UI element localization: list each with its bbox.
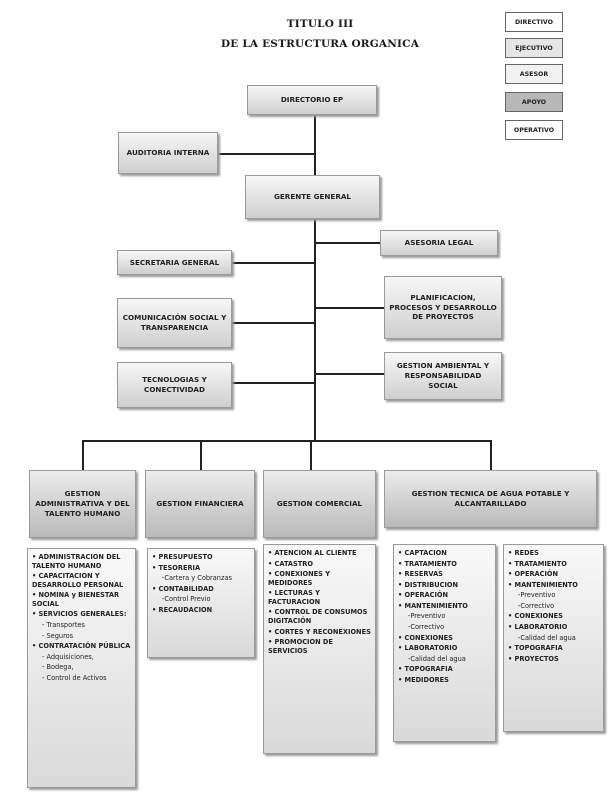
list-financiera: PRESUPUESTO TESORERIA-Cartera y Cobranzas… — [147, 548, 255, 658]
bottom-bus-line — [82, 440, 492, 442]
node-comunicacion: COMUNICACIÓN SOCIAL Y TRANSPARENCIA — [117, 298, 232, 348]
list-subitem: -Preventivo — [518, 591, 556, 600]
list-item: ADMINISTRACION DEL TALENTO HUMANO — [32, 553, 131, 570]
legend-asesor: ASESOR — [505, 64, 563, 84]
list-item: TRATAMIENTO — [508, 560, 599, 569]
list-subitem: -Control Previo — [162, 595, 211, 604]
list-item: RECAUDACION — [152, 606, 250, 615]
list-item: CATASTRO — [268, 560, 371, 569]
list-item: TOPOGRAFIA — [508, 644, 599, 653]
node-gestion-tecnica: GESTION TECNICA DE AGUA POTABLE Y ALCANT… — [384, 470, 597, 528]
list-item: CONTRATACIÓN PÚBLICA — [32, 642, 131, 651]
chart-title-line2: DE LA ESTRUCTURA ORGANICA — [220, 38, 420, 50]
list-item: REDES — [508, 549, 599, 558]
list-admin: ADMINISTRACION DEL TALENTO HUMANO CAPACIT… — [27, 548, 136, 788]
admin-drop-line — [82, 440, 84, 470]
legend-apoyo: APOYO — [505, 92, 563, 112]
main-trunk-line — [314, 115, 316, 440]
list-subitem: - Bodega, — [42, 663, 74, 672]
list-item: PROYECTOS — [508, 655, 599, 664]
node-tecnologias: TECNOLOGIAS Y CONECTIVIDAD — [117, 362, 232, 408]
auditoria-connector — [218, 153, 314, 155]
node-secretaria: SECRETARIA GENERAL — [117, 250, 232, 275]
list-tecnica-2: REDES TRATAMIENTOOPERACIÓN MANTENIMIENTO-P… — [503, 544, 604, 732]
list-item: PROMOCION DE SERVICIOS — [268, 638, 371, 655]
planificacion-connector — [316, 307, 384, 309]
chart-title-line1: TITULO III — [286, 18, 354, 30]
list-item: CONEXIONES — [508, 612, 599, 621]
node-gestion-administrativa: GESTION ADMINISTRATIVA Y DEL TALENTO HUM… — [29, 470, 136, 538]
list-item: CONEXIONES Y MEDIDORES — [268, 570, 371, 587]
tec-drop-line — [490, 440, 492, 470]
list-comercial: ATENCION AL CLIENTE CATASTROCONEXIONES Y … — [263, 544, 376, 754]
list-item: LABORATORIO — [508, 623, 599, 632]
list-item: CAPACITACION Y DESARROLLO PERSONAL — [32, 572, 131, 589]
list-item: CONTROL DE CONSUMOS DIGITACIÓN — [268, 608, 371, 625]
node-asesoria: ASESORIA LEGAL — [380, 230, 498, 256]
asesoria-connector — [316, 242, 380, 244]
legend-directivo: DIRECTIVO — [505, 12, 563, 32]
list-item: OPERACIÓN — [508, 570, 599, 579]
list-item: SERVICIOS GENERALES: — [32, 610, 131, 619]
tecnologias-connector — [232, 382, 314, 384]
list-subitem: -Calidad del agua — [518, 633, 576, 642]
fin-drop-line — [200, 440, 202, 470]
node-gestion-comercial: GESTION COMERCIAL — [263, 470, 376, 538]
list-item: MEDIDORES — [398, 676, 491, 685]
list-item: CAPTACION — [398, 549, 491, 558]
list-subitem: - Seguros — [42, 631, 74, 640]
secretaria-connector — [232, 262, 314, 264]
list-item: LABORATORIO — [398, 644, 491, 653]
list-item: DISTRIBUCION — [398, 581, 491, 590]
list-item: CORTES Y RECONEXIONES — [268, 628, 371, 637]
list-item: CONTABILIDAD — [152, 585, 250, 594]
ambiental-connector — [316, 373, 384, 375]
node-auditoria: AUDITORIA INTERNA — [118, 132, 218, 174]
node-planificacion: PLANIFICACION, PROCESOS Y DESARROLLO DE … — [384, 276, 502, 339]
node-ambiental: GESTION AMBIENTAL Y RESPONSABILIDAD SOCI… — [384, 352, 502, 400]
list-tecnica-1: CAPTACION TRATAMIENTORESERVAS DISTRIBUCION… — [393, 544, 496, 742]
node-gerente: GERENTE GENERAL — [245, 175, 380, 219]
list-item: NOMINA y BIENESTAR SOCIAL — [32, 591, 131, 608]
legend-ejecutivo: EJECUTIVO — [505, 38, 563, 58]
list-item: TESORERIA — [152, 564, 250, 573]
list-subitem: -Preventivo — [408, 612, 446, 621]
list-item: LECTURAS Y FACTURACION — [268, 589, 371, 606]
list-item: MANTENIMIENTO — [508, 581, 599, 590]
node-directorio: DIRECTORIO EP — [247, 85, 377, 115]
list-item: OPERACIÓN — [398, 591, 491, 600]
list-item: TOPOGRAFIA — [398, 665, 491, 674]
list-subitem: -Correctivo — [408, 622, 445, 631]
list-item: ATENCION AL CLIENTE — [268, 549, 371, 558]
list-subitem: -Cartera y Cobranzas — [162, 574, 232, 583]
com-drop-line — [310, 440, 312, 470]
list-item: CONEXIONES — [398, 634, 491, 643]
list-subitem: -Calidad del agua — [408, 654, 466, 663]
list-item: MANTENIMIENTO — [398, 602, 491, 611]
list-subitem: - Transportes — [42, 620, 85, 629]
comunicacion-connector — [232, 322, 314, 324]
list-subitem: - Control de Activos — [42, 673, 107, 682]
list-item: RESERVAS — [398, 570, 491, 579]
node-gestion-financiera: GESTION FINANCIERA — [145, 470, 255, 538]
list-item: TRATAMIENTO — [398, 560, 491, 569]
legend-operativo: OPERATIVO — [505, 120, 563, 140]
list-subitem: -Correctivo — [518, 601, 555, 610]
list-subitem: - Adquisiciones, — [42, 652, 94, 661]
list-item: PRESUPUESTO — [152, 553, 250, 562]
